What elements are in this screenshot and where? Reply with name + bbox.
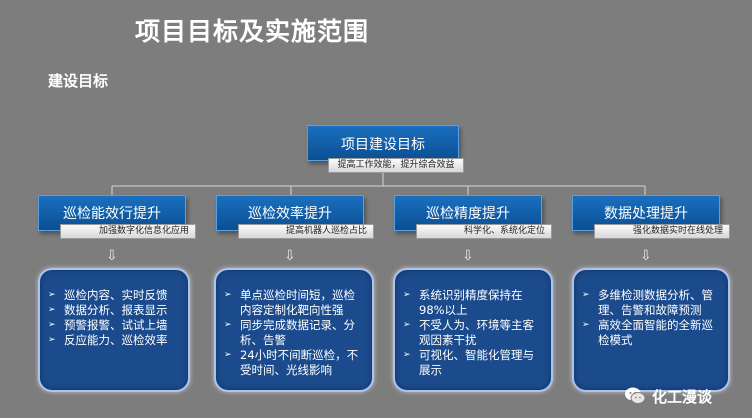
wechat-icon bbox=[624, 385, 646, 407]
list-item: 多维检测数据分析、管理、告警和故障预测 bbox=[582, 288, 720, 318]
root-goal-box: 项目建设目标 bbox=[307, 125, 459, 161]
category-card-1: 巡检内容、实时反馈 数据分析、报表显示 预警报警、试试上墙 反应能力、巡检效率 bbox=[38, 268, 190, 392]
category-card-3: 系统识别精度保持在98%以上 不受人为、环境等主客观因素干扰 可视化、智能化管理… bbox=[393, 268, 553, 392]
category-tag-3: 科学化、系统化定位 bbox=[416, 224, 552, 239]
down-arrow-icon-1: ⇩ bbox=[106, 248, 118, 264]
list-item: 可视化、智能化管理与展示 bbox=[403, 348, 543, 378]
root-goal-label: 项目建设目标 bbox=[341, 137, 425, 153]
list-item: 数据分析、报表显示 bbox=[48, 303, 180, 318]
down-arrow-icon-2: ⇩ bbox=[284, 248, 296, 264]
category-card-2: 单点巡检时间短，巡检内容定制化靶向性强 同步完成数据记录、分析、告警 24小时不… bbox=[214, 268, 374, 392]
down-arrow-icon-3: ⇩ bbox=[462, 248, 474, 264]
list-item: 巡检内容、实时反馈 bbox=[48, 288, 180, 303]
category-tag-2: 提高机器人巡检占比 bbox=[238, 224, 374, 239]
list-item: 系统识别精度保持在98%以上 bbox=[403, 288, 543, 318]
list-item: 单点巡检时间短，巡检内容定制化靶向性强 bbox=[224, 288, 364, 318]
category-label-4: 数据处理提升 bbox=[604, 206, 688, 222]
down-arrow-icon-4: ⇩ bbox=[640, 248, 652, 264]
section-subtitle: 建设目标 bbox=[48, 72, 109, 90]
list-item: 高效全面智能的全新巡检模式 bbox=[582, 318, 720, 348]
watermark-text: 化工漫谈 bbox=[652, 387, 713, 406]
category-label-2: 巡检效率提升 bbox=[248, 206, 332, 222]
list-item: 24小时不间断巡检，不受时间、光线影响 bbox=[224, 348, 364, 378]
category-tag-4: 强化数据实时在线处理 bbox=[594, 224, 730, 239]
category-label-1: 巡检能效行提升 bbox=[63, 206, 161, 222]
category-card-4: 多维检测数据分析、管理、告警和故障预测 高效全面智能的全新巡检模式 bbox=[572, 268, 730, 392]
category-tag-1: 加强数字化信息化应用 bbox=[60, 224, 196, 239]
list-item: 不受人为、环境等主客观因素干扰 bbox=[403, 318, 543, 348]
list-item: 同步完成数据记录、分析、告警 bbox=[224, 318, 364, 348]
list-item: 预警报警、试试上墙 bbox=[48, 318, 180, 333]
category-label-3: 巡检精度提升 bbox=[426, 206, 510, 222]
root-goal-tag: 提高工作效能，提升综合效益 bbox=[328, 158, 464, 173]
watermark: 化工漫谈 bbox=[624, 385, 712, 407]
page-title: 项目目标及实施范围 bbox=[135, 17, 370, 46]
list-item: 反应能力、巡检效率 bbox=[48, 333, 180, 348]
